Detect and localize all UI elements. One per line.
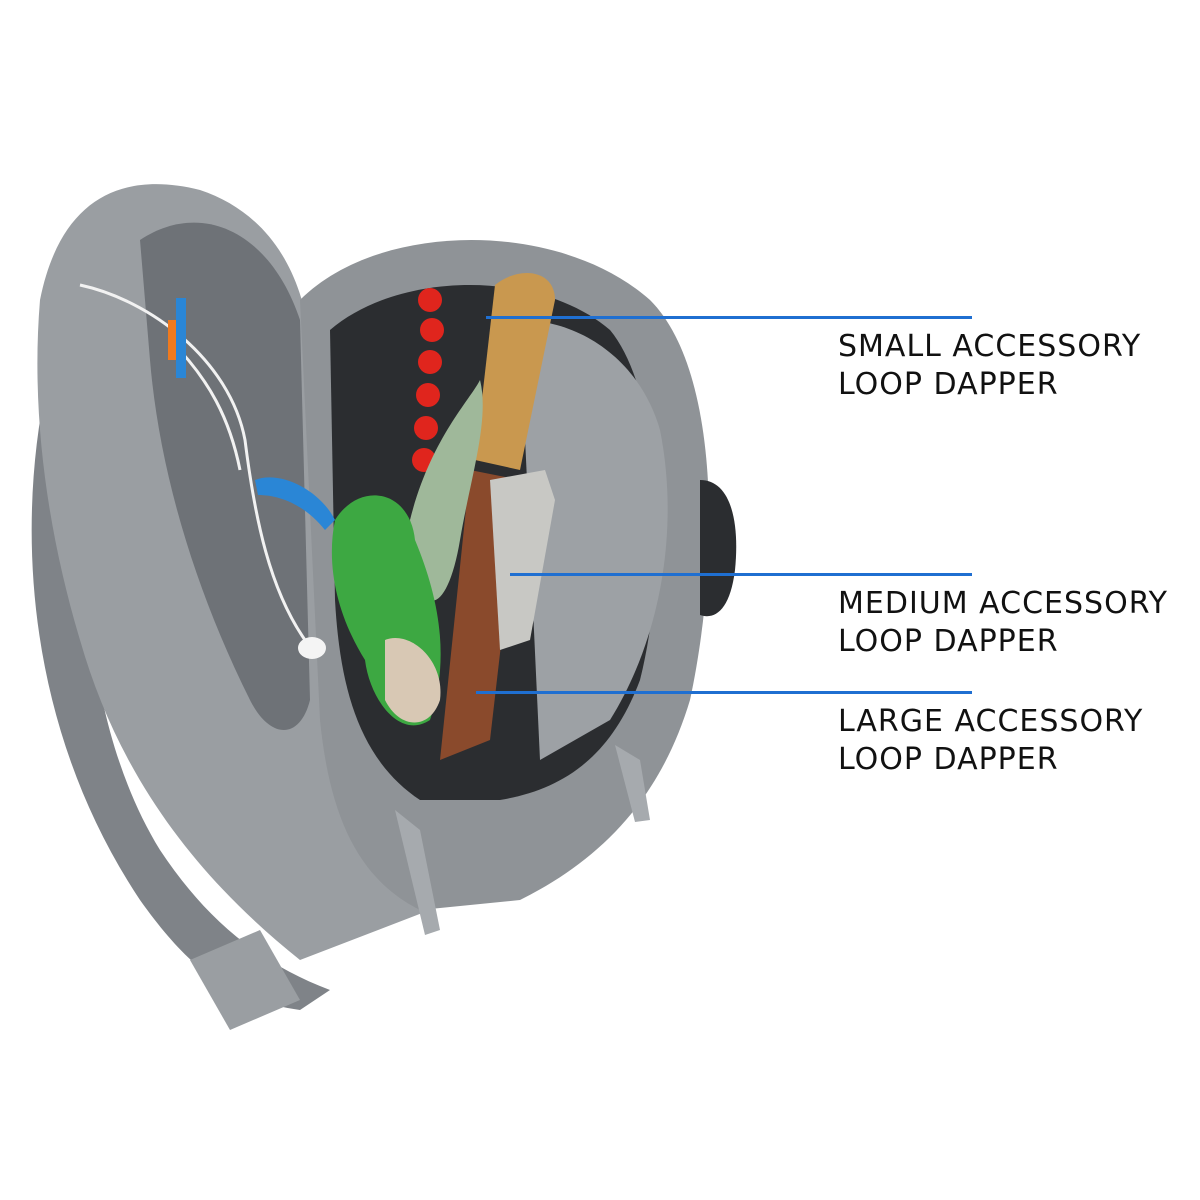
orange-pen xyxy=(168,320,176,360)
cloth-rag xyxy=(385,638,441,723)
red-loop xyxy=(420,318,444,342)
side-tab xyxy=(700,480,737,617)
callout-line-small xyxy=(486,316,972,319)
strap-buckle xyxy=(190,930,300,1030)
zipper-pull xyxy=(395,810,440,935)
metal-tool xyxy=(490,470,555,650)
callout-label-medium: MEDIUM ACCESSORY LOOP DAPPER xyxy=(838,586,1168,659)
blue-strap xyxy=(255,477,335,530)
callout-label-small: SMALL ACCESSORY LOOP DAPPER xyxy=(838,329,1142,402)
red-loop xyxy=(418,350,442,374)
red-loop xyxy=(414,416,438,440)
callout-line-large xyxy=(476,691,972,694)
shoulder-strap xyxy=(31,330,330,1010)
earphone-cable xyxy=(79,283,307,641)
callout-label-large: LARGE ACCESSORY LOOP DAPPER xyxy=(838,704,1144,777)
green-rope-bundle xyxy=(410,380,483,601)
wooden-tool-handle xyxy=(475,273,555,470)
red-loop xyxy=(418,288,442,312)
zipper-pull xyxy=(615,745,650,822)
earbud xyxy=(298,637,326,659)
callout-line-medium xyxy=(510,573,972,576)
blue-pen xyxy=(176,298,186,378)
red-loop xyxy=(416,383,440,407)
inner-organizer-panel xyxy=(520,320,668,760)
